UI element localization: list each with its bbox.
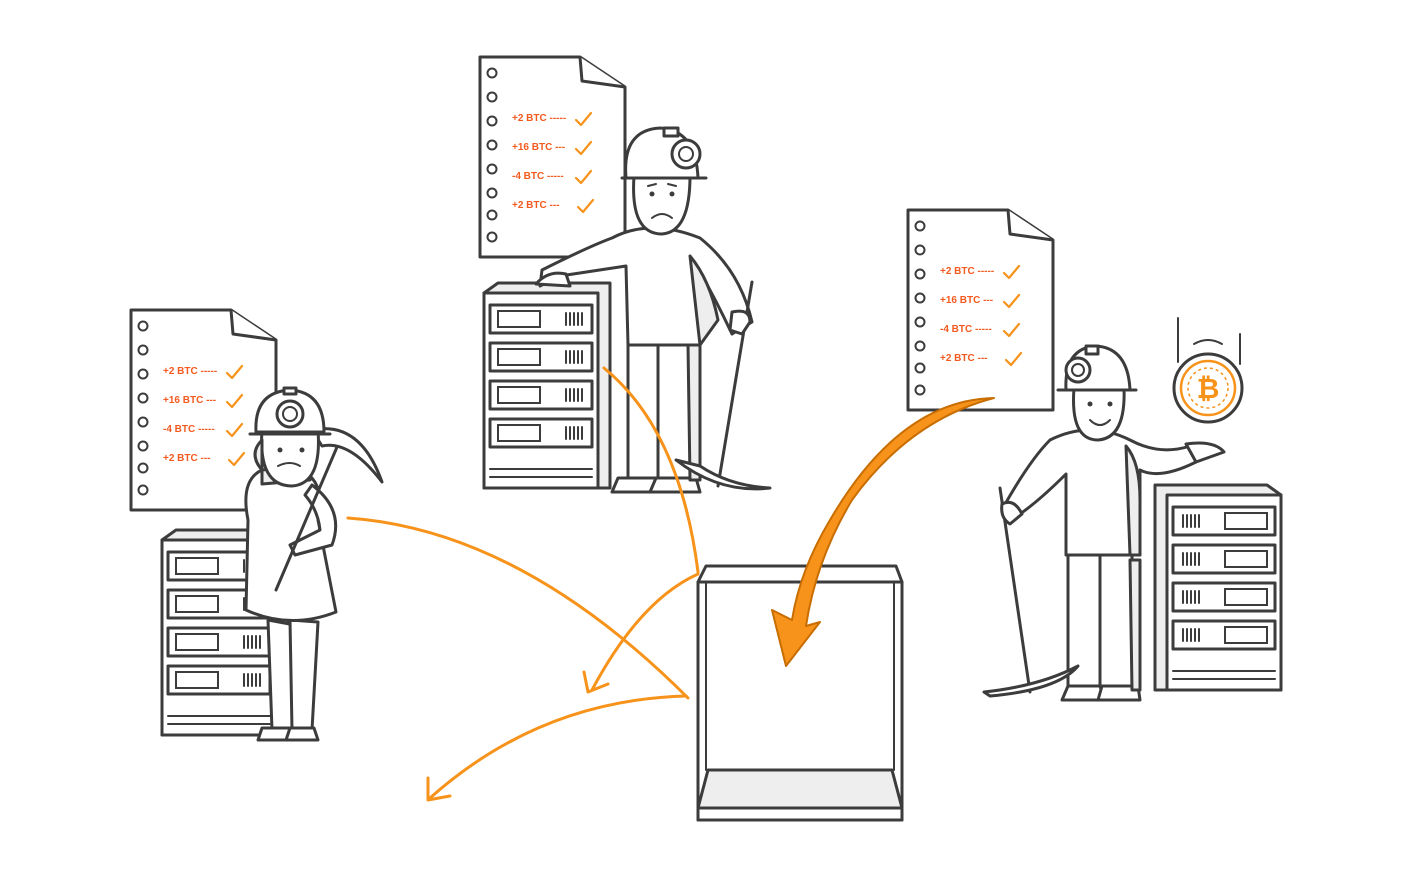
block-box xyxy=(696,564,904,822)
pickaxe-icon xyxy=(274,427,384,592)
ledger-entry: -4 BTC ----- xyxy=(512,171,564,182)
ledger-entry: +2 BTC ----- xyxy=(940,266,994,277)
ledger-entry: +2 BTC --- xyxy=(512,200,560,211)
rejected-arrows xyxy=(346,366,700,802)
ledger-document-top: +2 BTC ----- +16 BTC --- -4 BTC ----- +2 BT… xyxy=(478,55,627,259)
bitcoin-symbol: ₿ xyxy=(1197,373,1220,404)
ledger-document-right: +2 BTC ----- +16 BTC --- -4 BTC ----- +2 BT… xyxy=(906,208,1055,412)
ledger-entries-left: +2 BTC ----- +16 BTC --- -4 BTC ----- +2 BT… xyxy=(163,364,246,467)
ledger-entry: +2 BTC --- xyxy=(163,453,211,464)
ledger-entry: +2 BTC ----- xyxy=(163,366,217,377)
bitcoin-icon: ₿ xyxy=(1172,317,1244,424)
ledger-entry: +16 BTC --- xyxy=(512,142,565,153)
ledger-entry: +2 BTC --- xyxy=(940,353,988,364)
miner-woman-left xyxy=(244,386,384,742)
accepted-arrow xyxy=(771,397,995,667)
server-rack-right xyxy=(1153,483,1283,692)
ledger-entry: +16 BTC --- xyxy=(163,395,216,406)
ledger-entries-right: +2 BTC ----- +16 BTC --- -4 BTC ----- +2 BT… xyxy=(940,264,1023,367)
ledger-document-left: +2 BTC ----- +16 BTC --- -4 BTC ----- +2 BT… xyxy=(129,308,278,512)
miner-man-top xyxy=(534,126,772,494)
ledger-entry: -4 BTC ----- xyxy=(163,424,215,435)
ledger-entry: +16 BTC --- xyxy=(940,295,993,306)
miner-man-right: ₿ xyxy=(982,317,1244,702)
ledger-entry: -4 BTC ----- xyxy=(940,324,992,335)
server-rack-top xyxy=(482,281,612,490)
ledger-entry: +2 BTC ----- xyxy=(512,113,566,124)
ledger-entries-top: +2 BTC ----- +16 BTC --- -4 BTC ----- +2 BT… xyxy=(512,111,595,214)
pickaxe-icon xyxy=(982,486,1080,698)
